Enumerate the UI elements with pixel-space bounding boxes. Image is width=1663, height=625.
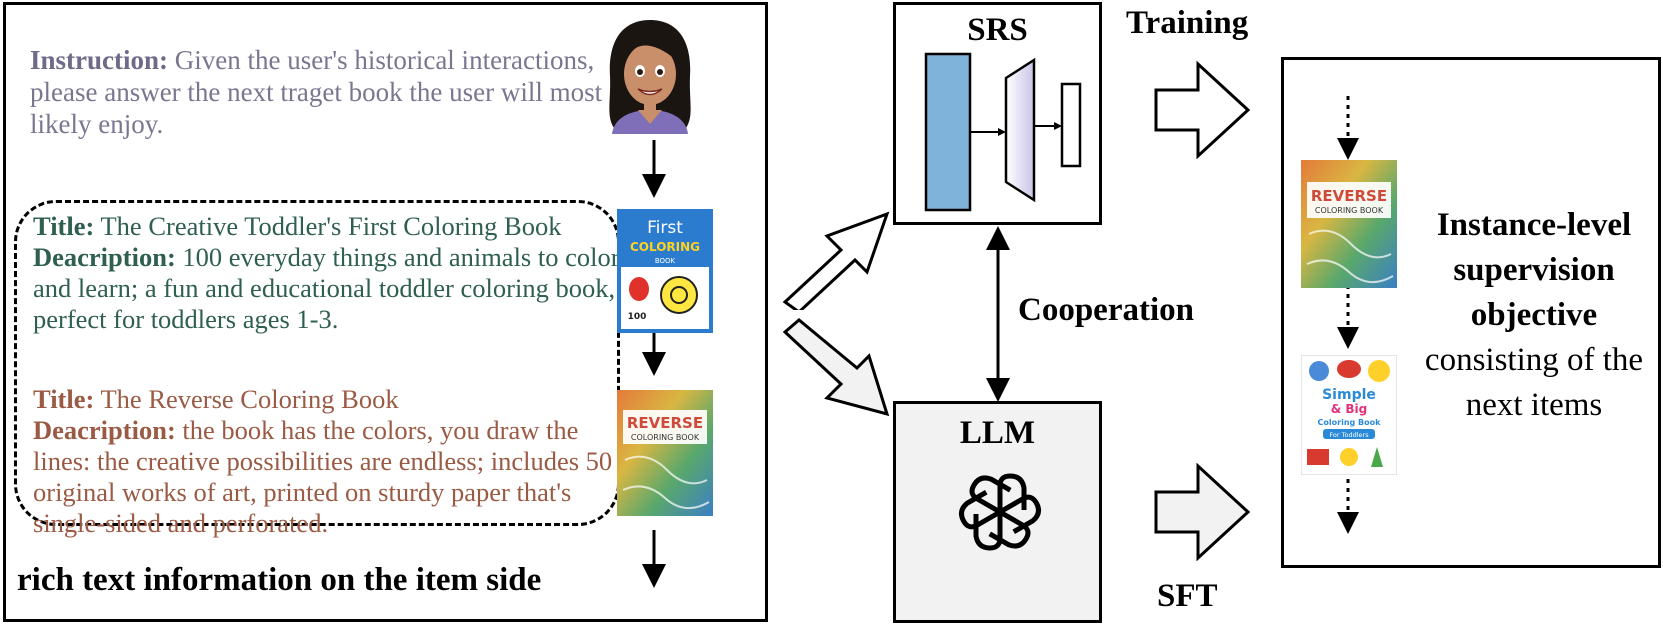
- cover-reverse2-line2: COLORING BOOK: [1315, 206, 1384, 215]
- hollow-arrow-icon: [1154, 60, 1251, 160]
- double-arrow-icon: [986, 226, 1010, 402]
- dotted-arrow-icon: [1337, 285, 1359, 349]
- item1-title-label: Title:: [33, 211, 95, 241]
- hollow-arrow-icon: [782, 211, 890, 310]
- item1-desc-label: Deacription:: [33, 242, 176, 272]
- hollow-arrow-icon: [1154, 462, 1251, 562]
- instruction-body: Given the user's historical interactions…: [30, 45, 603, 139]
- item-history-box: [14, 200, 620, 526]
- item-description-1: Title: The Creative Toddler's First Colo…: [33, 211, 623, 335]
- instruction-text: Instruction: Given the user's historical…: [30, 44, 640, 140]
- cooperation-label: Cooperation: [1018, 292, 1194, 328]
- book-cover-icon: First COLORING BOOK 100: [617, 209, 713, 333]
- user-avatar-icon: [609, 20, 691, 134]
- sft-label: SFT: [1157, 578, 1218, 614]
- objective-normal: consisting of the next items: [1424, 342, 1644, 423]
- cover-simple-line1: Simple: [1322, 387, 1376, 403]
- openai-logo-icon: [958, 470, 1042, 554]
- srs-network-icon: [924, 52, 1082, 212]
- item-description-2: Title: The Reverse Coloring Book Deacrip…: [33, 384, 623, 539]
- down-arrow-icon: [642, 140, 666, 198]
- cover-simple-line3: Coloring Book: [1318, 418, 1382, 427]
- book-cover-icon: REVERSE COLORING BOOK: [617, 390, 713, 516]
- cover-reverse2-line1: REVERSE: [1311, 187, 1387, 205]
- cover-reverse-line1: REVERSE: [627, 414, 703, 432]
- rich-text-caption: rich text information on the item side: [17, 562, 542, 598]
- objective-bold: Instance-level supervision objective: [1436, 207, 1632, 333]
- item2-desc: the book has the colors, you draw the li…: [33, 415, 613, 538]
- book-cover-icon: REVERSE COLORING BOOK: [1301, 160, 1397, 288]
- cover-simple-line2: & Big: [1331, 402, 1368, 416]
- cover-first-line3: BOOK: [655, 257, 676, 265]
- llm-title: LLM: [959, 415, 1036, 451]
- item2-title: The Reverse Coloring Book: [94, 384, 399, 414]
- cover-reverse-line2: COLORING BOOK: [631, 433, 700, 442]
- item1-desc: 100 everyday things and animals to color…: [33, 242, 620, 334]
- cover-first-count: 100: [628, 312, 647, 322]
- cover-first-line2: COLORING: [630, 240, 700, 254]
- hollow-arrow-icon: [782, 318, 890, 417]
- dotted-arrow-icon: [1337, 96, 1359, 160]
- book-cover-icon: Simple & Big Coloring Book For Toddlers: [1301, 355, 1397, 475]
- item1-title: The Creative Toddler's First Coloring Bo…: [94, 211, 562, 241]
- instruction-label: Instruction:: [30, 45, 169, 75]
- item2-title-label: Title:: [33, 384, 95, 414]
- item2-desc-label: Deacription:: [33, 415, 176, 445]
- dotted-arrow-icon: [1337, 470, 1359, 534]
- srs-title: SRS: [967, 12, 1028, 48]
- down-arrow-icon: [642, 530, 666, 588]
- objective-text: Instance-level supervision objective cons…: [1409, 203, 1659, 428]
- cover-simple-line4: For Toddlers: [1329, 431, 1369, 439]
- cover-first-line1: First: [647, 218, 683, 238]
- training-label: Training: [1126, 5, 1249, 41]
